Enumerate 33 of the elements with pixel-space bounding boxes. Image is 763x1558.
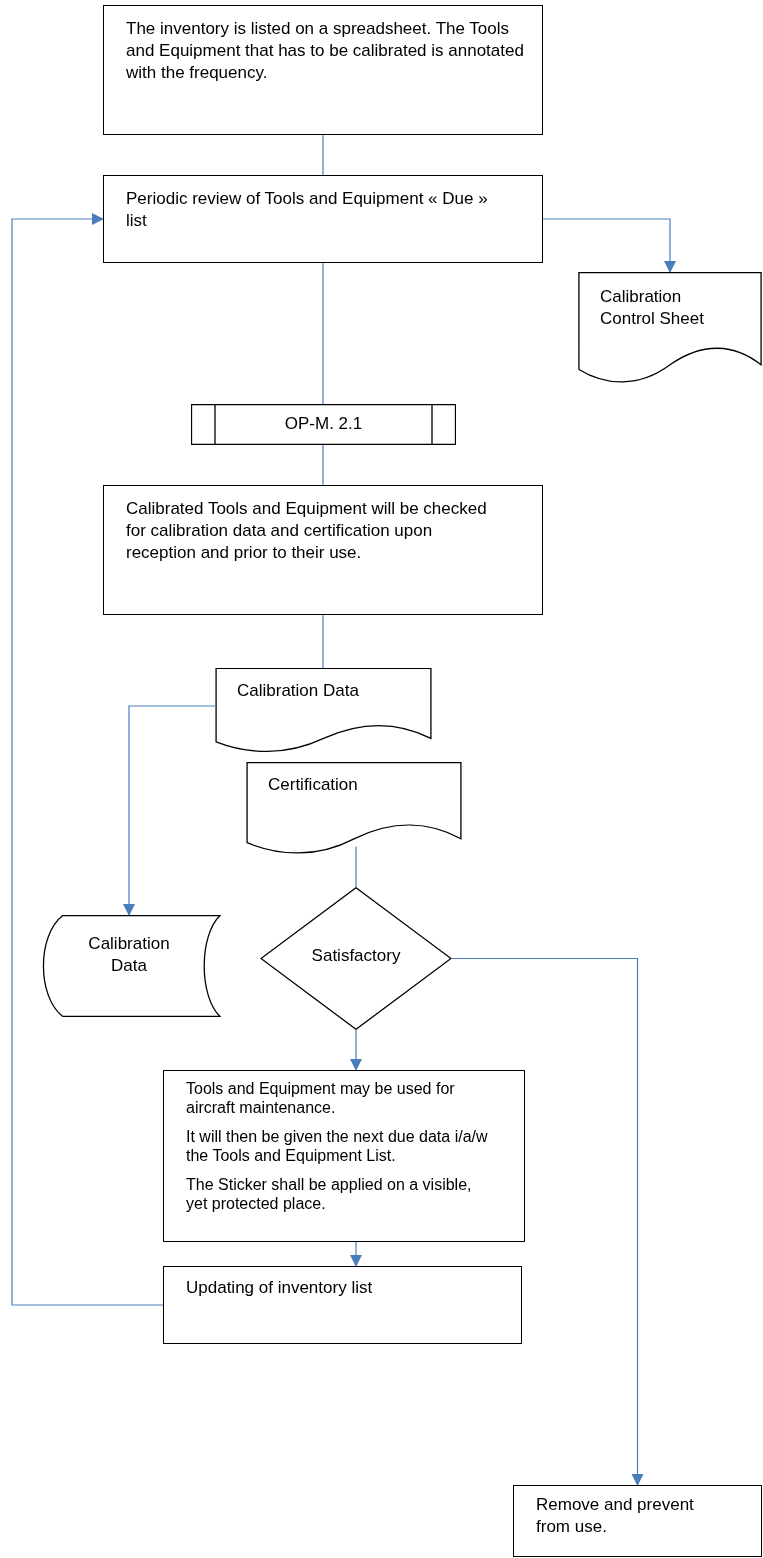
decision-diamond [260,887,452,1030]
connector-line [322,134,324,176]
node-text: OP-M. 2.1 [283,413,364,435]
node-text: It will then be given the next due data i/a/w the Tools and Equipment List. [186,1127,489,1165]
arrow [451,957,644,1486]
connector-line [322,262,324,405]
node-text: Calibrated Tools and Equipment will be checked for calibration data and certification upon reception and prior to their use. [126,498,488,564]
node-text: Certification [268,774,359,796]
node-text: Remove and prevent from use. [536,1494,695,1538]
node-text: Updating of inventory list [186,1277,374,1299]
connector-line [355,845,357,888]
node-text: The inventory is listed on a spreadsheet. The Tools and Equipment that has to be calibrated is annotated with the frequency. [126,18,525,84]
node-text: Calibration Data [87,933,171,977]
node-text: Calibration Data [237,680,360,702]
arrow [542,218,676,273]
connector-line [322,614,324,669]
process-box [103,5,543,135]
connector-line [322,444,324,486]
node-text: Tools and Equipment may be used for aircraft maintenance. [186,1079,456,1117]
process-box [513,1485,762,1557]
arrow [123,705,216,916]
node-text: Calibration Control Sheet [600,286,705,330]
process-box [163,1266,522,1344]
arrow [11,213,164,1306]
process-box [163,1070,525,1242]
process-box [103,485,543,615]
node-text: Periodic review of Tools and Equipment « Due » list [126,188,489,232]
node-text: The Sticker shall be applied on a visible, yet protected place. [186,1175,473,1213]
arrow [350,1241,362,1267]
node-text: Satisfactory [310,945,402,967]
process-box [103,175,543,263]
arrow [350,1029,362,1071]
predefined-process-box [191,404,456,445]
